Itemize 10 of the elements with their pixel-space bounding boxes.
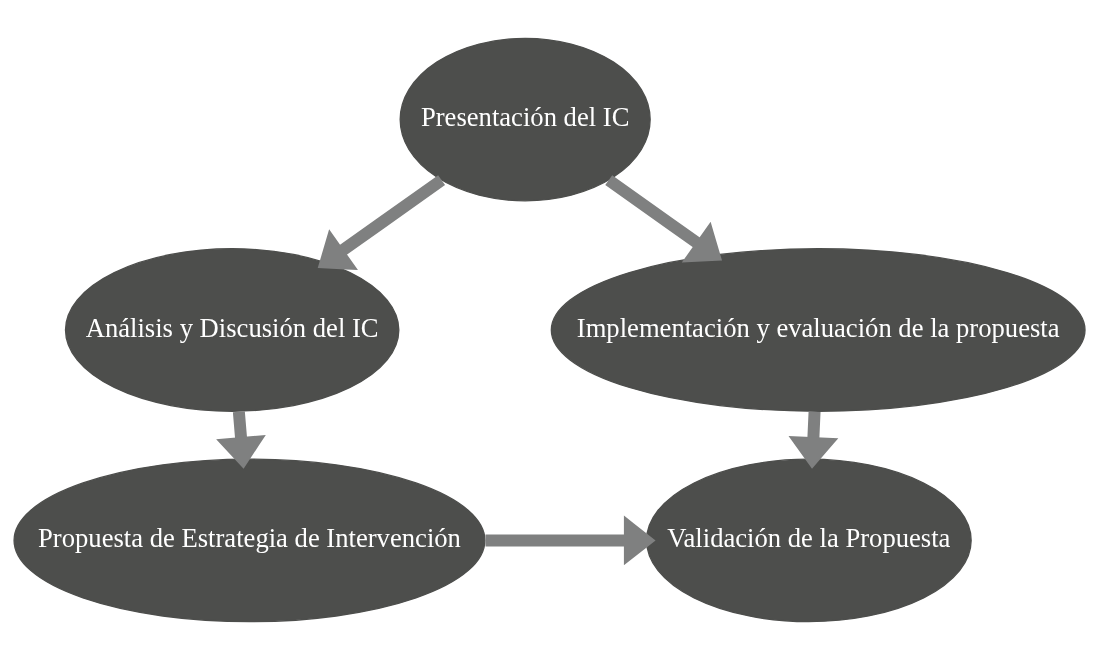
arrow	[317, 174, 446, 270]
arrow	[605, 174, 723, 263]
node-ellipse: Propuesta de Estrategia de Intervención	[13, 458, 486, 622]
arrow	[216, 410, 266, 469]
node-ellipse: Análisis y Discusión del IC	[64, 247, 400, 412]
node-ellipse: Presentación del IC	[399, 37, 651, 201]
node-ellipse: Implementación y evaluación de la propuesta	[550, 247, 1086, 412]
arrow	[788, 410, 839, 469]
node-ellipse: Validación de la Propuesta	[645, 458, 972, 622]
arrow	[485, 515, 656, 565]
